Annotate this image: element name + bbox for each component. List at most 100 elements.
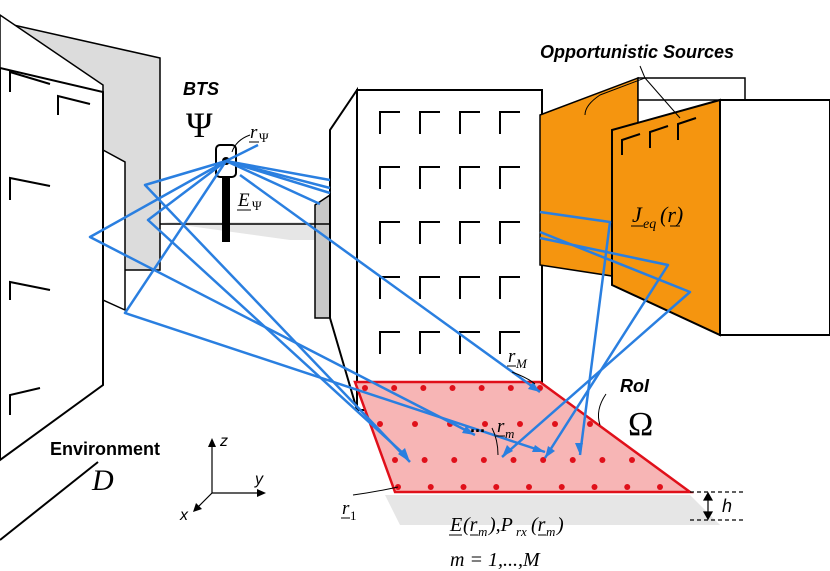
- field-mid: ),P: [488, 514, 513, 536]
- roi-sample-point: [362, 385, 368, 391]
- ground-shadow-building: [160, 222, 330, 240]
- window: [499, 221, 520, 244]
- roi-sample-point: [540, 457, 547, 463]
- window: [419, 166, 440, 189]
- index-range-label: m = 1,...,M: [450, 549, 541, 571]
- window: [459, 111, 480, 134]
- ray-2: [88, 159, 476, 437]
- r-1-label: r: [342, 498, 350, 519]
- field-m2: m: [546, 524, 555, 539]
- field-rm2: (r: [531, 514, 546, 536]
- field-E: E: [449, 514, 462, 536]
- roi-sample-point: [510, 457, 517, 463]
- roi-sample-point: [599, 457, 606, 463]
- bts-symbol: Ψ: [186, 105, 213, 145]
- roi-symbol: Ω: [628, 406, 653, 443]
- r-psi-label: r: [250, 122, 258, 143]
- ray-4: [146, 160, 406, 456]
- roi-sample-point: [587, 421, 593, 427]
- roi-sample-point: [427, 484, 434, 490]
- central-building: [314, 86, 543, 411]
- window: [459, 221, 480, 244]
- roi-sample-point: [517, 421, 523, 427]
- ray-5: [225, 159, 331, 182]
- axis-x-label: x: [179, 507, 189, 524]
- roi-sample-point: [482, 421, 488, 427]
- height-marker: [690, 491, 745, 521]
- window: [499, 166, 520, 189]
- roi-sample-point: [420, 385, 427, 391]
- ground-shadow-roi: [385, 495, 720, 525]
- roi-sample-point: [629, 457, 635, 463]
- ray-8: [225, 159, 321, 206]
- roi-sample-point: [391, 385, 398, 391]
- roi-sample-point: [480, 457, 487, 463]
- r-m-label: r: [497, 416, 505, 437]
- roi-sample-point: [591, 484, 598, 490]
- field-end: ): [556, 514, 564, 536]
- ray-7: [225, 159, 331, 195]
- ray-11: [539, 236, 670, 459]
- window: [499, 331, 520, 354]
- window: [459, 331, 480, 354]
- roi-sample-point: [624, 484, 631, 490]
- bts-label: BTS: [183, 79, 219, 99]
- r-m-sub: m: [505, 426, 514, 441]
- roi-sample-point: [526, 484, 532, 490]
- r-psi-sub: Ψ: [259, 130, 269, 145]
- roi-sample-point: [493, 484, 500, 490]
- window: [379, 111, 400, 134]
- field-expression: E (r m ),P rx (r m ): [449, 514, 564, 539]
- roi-sample-point: [451, 457, 458, 463]
- field-rx: rx: [516, 524, 527, 539]
- environment-label: Environment: [50, 439, 160, 459]
- ray-12: [501, 230, 692, 458]
- r-M-label: r: [508, 346, 516, 367]
- window: [379, 221, 400, 244]
- window: [419, 331, 440, 354]
- axis-y-label: y: [254, 471, 264, 488]
- roi-sample-point: [478, 385, 485, 391]
- callout-lines: [231, 65, 681, 496]
- axis-z-label: z: [219, 433, 228, 450]
- coordinate-axes: [193, 438, 266, 512]
- field-rm1: (r: [463, 514, 478, 536]
- roi-sample-point: [392, 457, 398, 463]
- roi-sample-point: [552, 421, 558, 427]
- roi-sample-point: [449, 385, 456, 391]
- ray-10: [539, 210, 612, 456]
- source-building-front: [611, 98, 830, 337]
- window: [499, 276, 520, 299]
- e-psi-label: E: [237, 190, 250, 211]
- window: [459, 276, 480, 299]
- building-windows: [379, 111, 520, 354]
- j-eq-label: J: [632, 202, 643, 227]
- roi-sample-point: [569, 457, 576, 463]
- window: [459, 166, 480, 189]
- ray-13: [239, 173, 541, 394]
- window: [379, 331, 400, 354]
- roi-sample-point: [558, 484, 565, 490]
- ray-arrowheads: [398, 382, 583, 462]
- roi-sample-point: [460, 484, 467, 490]
- environment-symbol: D: [91, 464, 114, 497]
- window: [419, 276, 440, 299]
- roi-sample-point: [507, 385, 514, 391]
- ray-9: [225, 143, 259, 163]
- field-m1: m: [478, 524, 487, 539]
- window: [499, 111, 520, 134]
- j-eq-sub: eq: [643, 217, 656, 232]
- ray-1: [143, 159, 411, 463]
- ray-3: [123, 160, 546, 454]
- propagation-rays: [88, 143, 692, 463]
- e-psi-sub: Ψ: [252, 198, 262, 213]
- roi-sample-point: [421, 457, 428, 463]
- j-eq-arg: (r): [660, 202, 683, 227]
- h-label: h: [722, 496, 732, 516]
- roi-sample-point: [377, 421, 383, 427]
- ellipsis-label: ...: [470, 416, 485, 436]
- opportunistic-sources-label: Opportunistic Sources: [540, 42, 734, 62]
- window: [379, 166, 400, 189]
- window: [419, 221, 440, 244]
